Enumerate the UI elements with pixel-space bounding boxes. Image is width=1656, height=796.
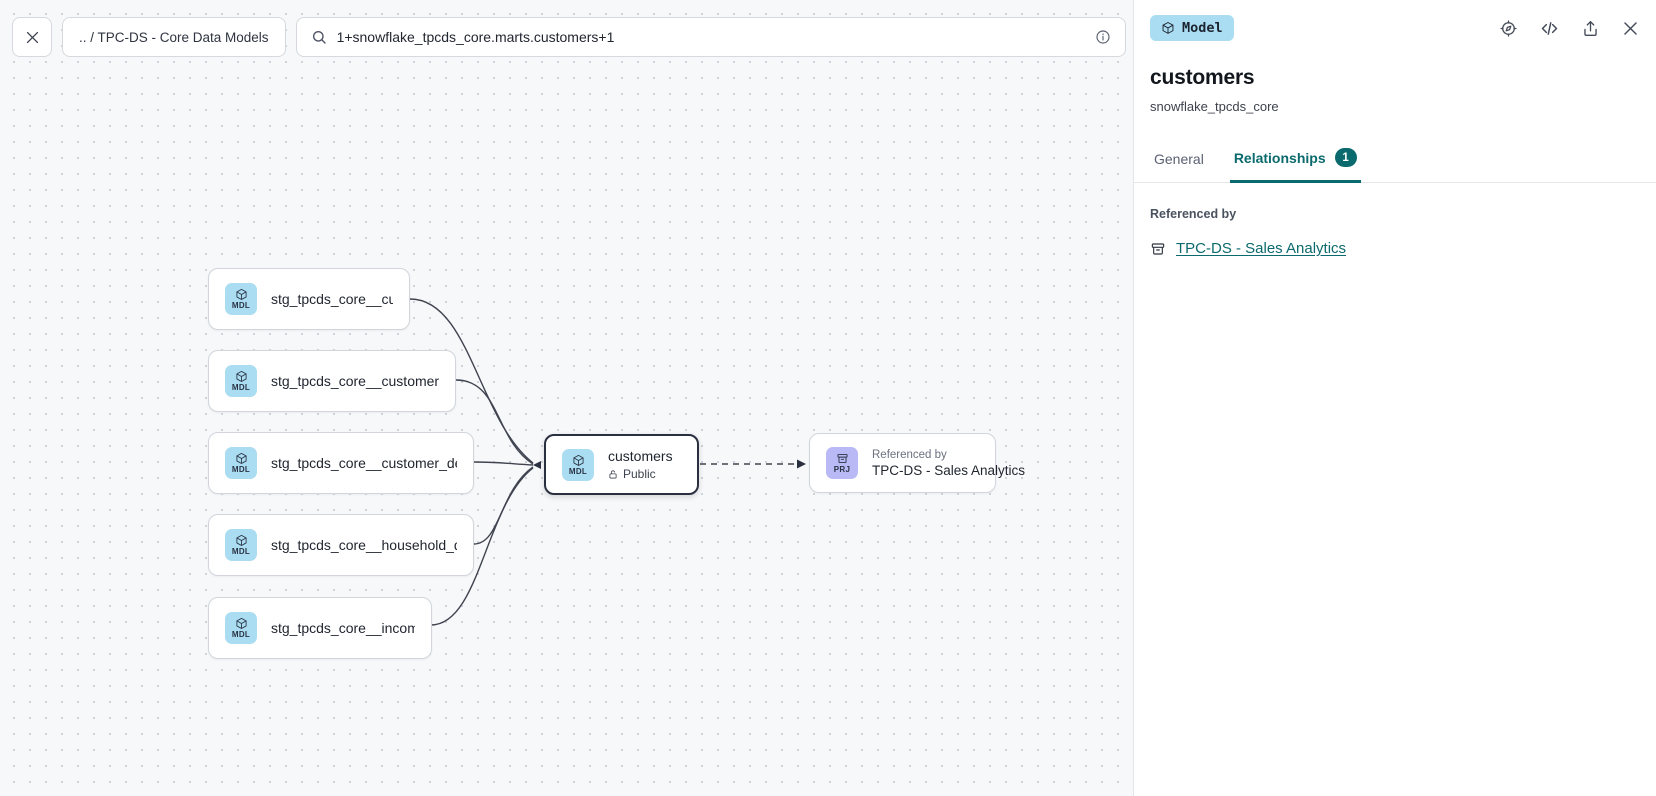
canvas-toolbar: .. / TPC-DS - Core Data Models 1+snowfla… xyxy=(12,17,1133,57)
cube-icon xyxy=(235,617,248,630)
lineage-node[interactable]: MDL stg_tpcds_core__customer_demogra… xyxy=(208,432,474,494)
chip-label: Model xyxy=(1182,20,1223,36)
referenced-by-link[interactable]: TPC-DS - Sales Analytics xyxy=(1176,240,1347,257)
node-label: stg_tpcds_core__customer xyxy=(271,291,393,307)
visibility-label: Public xyxy=(623,467,656,481)
cube-icon xyxy=(235,534,248,547)
node-label: stg_tpcds_core__customer_address xyxy=(271,373,439,389)
tab-label: General xyxy=(1154,151,1204,167)
node-body: Referenced by TPC-DS - Sales Analytics xyxy=(872,448,1026,479)
node-body: customers Public xyxy=(608,448,673,481)
model-badge: MDL xyxy=(225,283,257,315)
search-icon xyxy=(311,29,327,45)
close-icon[interactable] xyxy=(1621,19,1640,38)
model-badge: MDL xyxy=(225,365,257,397)
share-icon[interactable] xyxy=(1581,19,1600,38)
lineage-node[interactable]: MDL stg_tpcds_core__customer xyxy=(208,268,410,330)
badge-text: MDL xyxy=(568,466,588,476)
lineage-node[interactable]: MDL stg_tpcds_core__income_band xyxy=(208,597,432,659)
tab-count-badge: 1 xyxy=(1334,148,1357,167)
badge-text: MDL xyxy=(231,465,251,474)
breadcrumb[interactable]: .. / TPC-DS - Core Data Models xyxy=(62,17,286,57)
page-title: customers xyxy=(1150,66,1255,89)
page-subtitle: snowflake_tpcds_core xyxy=(1150,99,1279,114)
list-item[interactable]: TPC-DS - Sales Analytics xyxy=(1150,240,1640,257)
lineage-edges xyxy=(409,298,806,626)
project-icon xyxy=(836,452,849,465)
close-lineage-button[interactable] xyxy=(12,17,52,57)
panel-toolbar: Model xyxy=(1134,0,1656,56)
panel-tabs: General Relationships 1 xyxy=(1134,148,1656,183)
node-label: customers xyxy=(608,448,673,464)
breadcrumb-label: .. / TPC-DS - Core Data Models xyxy=(79,29,269,45)
tab-general[interactable]: General xyxy=(1150,151,1208,183)
close-icon xyxy=(24,29,41,46)
code-icon[interactable] xyxy=(1539,18,1560,39)
node-label: stg_tpcds_core__income_band xyxy=(271,620,415,636)
badge-text: MDL xyxy=(231,383,251,392)
search-input[interactable]: 1+snowflake_tpcds_core.marts.customers+1 xyxy=(295,17,1126,57)
cube-icon xyxy=(572,454,585,467)
project-badge: PRJ xyxy=(826,447,858,479)
cube-icon xyxy=(235,370,248,383)
model-badge: MDL xyxy=(562,448,594,481)
model-badge: MDL xyxy=(225,529,257,561)
node-label: stg_tpcds_core__household_demogr… xyxy=(271,537,457,553)
panel-header: customers snowflake_tpcds_core xyxy=(1134,56,1656,114)
badge-text: MDL xyxy=(231,547,251,556)
badge-text: MDL xyxy=(231,630,251,639)
lineage-node-selected[interactable]: MDL customers Public xyxy=(544,434,699,495)
model-badge: MDL xyxy=(225,447,257,479)
search-value: 1+snowflake_tpcds_core.marts.customers+1 xyxy=(336,29,615,45)
tab-relationships[interactable]: Relationships 1 xyxy=(1229,148,1361,183)
lineage-node[interactable]: MDL stg_tpcds_core__customer_address xyxy=(208,350,456,412)
panel-action-group xyxy=(1499,18,1640,39)
section-label: Referenced by xyxy=(1150,207,1237,221)
info-icon[interactable] xyxy=(1095,29,1111,45)
lineage-canvas[interactable]: .. / TPC-DS - Core Data Models 1+snowfla… xyxy=(0,0,1133,796)
node-kicker: Referenced by xyxy=(872,448,947,461)
referenced-by-section: Referenced by TPC-DS - Sales Analytics xyxy=(1134,183,1656,257)
cube-icon xyxy=(235,288,248,301)
node-visibility: Public xyxy=(608,467,673,481)
node-label: TPC-DS - Sales Analytics xyxy=(872,462,1026,478)
project-icon xyxy=(1150,241,1166,257)
details-panel: Model customers snowflake_tpcds_core xyxy=(1133,0,1656,796)
node-label: stg_tpcds_core__customer_demogra… xyxy=(271,455,457,471)
model-type-chip[interactable]: Model xyxy=(1150,15,1234,41)
tab-label: Relationships xyxy=(1233,149,1326,166)
badge-text: PRJ xyxy=(833,465,851,474)
cube-icon xyxy=(1161,21,1175,35)
compass-icon[interactable] xyxy=(1499,19,1518,38)
lineage-node[interactable]: MDL stg_tpcds_core__household_demogr… xyxy=(208,514,474,576)
cube-icon xyxy=(235,452,248,465)
badge-text: MDL xyxy=(231,301,251,310)
model-badge: MDL xyxy=(225,612,257,644)
lock-icon xyxy=(608,469,618,480)
lineage-node-project[interactable]: PRJ Referenced by TPC-DS - Sales Analyti… xyxy=(809,433,1026,493)
